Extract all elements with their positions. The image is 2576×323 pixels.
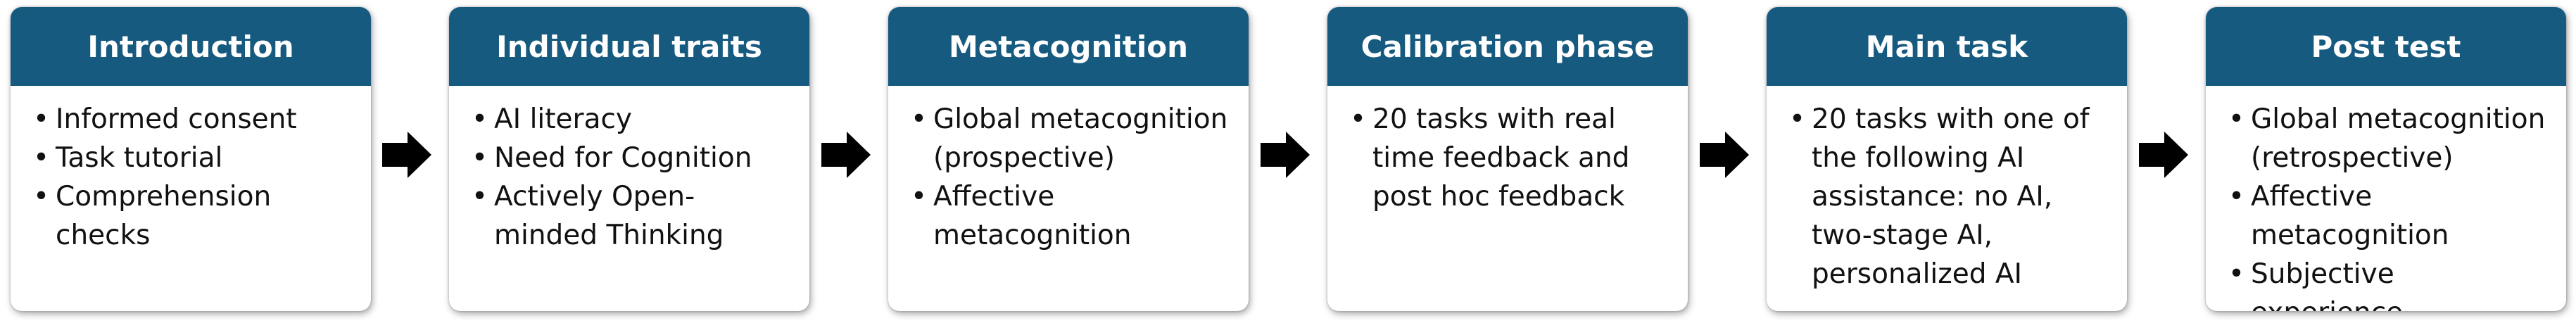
right-arrow-icon	[2139, 132, 2188, 178]
bullet-item: Affective metacognition	[908, 177, 1235, 255]
step-individual-traits: Individual traits AI literacy Need for C…	[449, 7, 809, 311]
step-body: 20 tasks with one of the following AI as…	[1767, 86, 2127, 293]
step-bullets: Global metacognition (prospective) Affec…	[908, 100, 1235, 255]
step-main-task: Main task 20 tasks with one of the follo…	[1767, 7, 2127, 311]
step-title: Post test	[2206, 7, 2566, 86]
bullet-item: Global metacognition (prospective)	[908, 100, 1235, 177]
bullet-item: AI literacy	[469, 100, 795, 139]
step-post-test: Post test Global metacognition (retrospe…	[2206, 7, 2566, 311]
step-introduction: Introduction Informed consent Task tutor…	[11, 7, 371, 311]
step-body: AI literacy Need for Cognition Actively …	[449, 86, 809, 255]
step-bullets: Informed consent Task tutorial Comprehen…	[30, 100, 357, 255]
bullet-item: Actively Open-minded Thinking	[469, 177, 795, 255]
step-bullets: Global metacognition (retrospective) Aff…	[2225, 100, 2552, 311]
bullet-item: 20 tasks with real time feedback and pos…	[1347, 100, 1674, 216]
step-title: Individual traits	[449, 7, 809, 86]
step-bullets: 20 tasks with real time feedback and pos…	[1347, 100, 1674, 216]
bullet-item: Subjective experience	[2225, 255, 2552, 311]
right-arrow-icon	[382, 132, 431, 178]
step-title: Metacognition	[888, 7, 1249, 86]
step-title: Main task	[1767, 7, 2127, 86]
step-body: Global metacognition (prospective) Affec…	[888, 86, 1249, 255]
right-arrow-icon	[1700, 132, 1749, 178]
bullet-item: Need for Cognition	[469, 139, 795, 177]
step-calibration-phase: Calibration phase 20 tasks with real tim…	[1327, 7, 1688, 311]
step-title: Calibration phase	[1327, 7, 1688, 86]
bullet-item: Informed consent	[30, 100, 357, 139]
right-arrow-icon	[821, 132, 871, 178]
step-title: Introduction	[11, 7, 371, 86]
step-bullets: 20 tasks with one of the following AI as…	[1786, 100, 2113, 293]
step-metacognition: Metacognition Global metacognition (pros…	[888, 7, 1249, 311]
bullet-item: Global metacognition (retrospective)	[2225, 100, 2552, 177]
bullet-item: Affective metacognition	[2225, 177, 2552, 255]
right-arrow-icon	[1261, 132, 1310, 178]
bullet-item: Task tutorial	[30, 139, 357, 177]
step-body: 20 tasks with real time feedback and pos…	[1327, 86, 1688, 216]
step-body: Informed consent Task tutorial Comprehen…	[11, 86, 371, 255]
step-body: Global metacognition (retrospective) Aff…	[2206, 86, 2566, 311]
step-bullets: AI literacy Need for Cognition Actively …	[469, 100, 795, 255]
bullet-item: 20 tasks with one of the following AI as…	[1786, 100, 2113, 293]
bullet-item: Comprehension checks	[30, 177, 357, 255]
